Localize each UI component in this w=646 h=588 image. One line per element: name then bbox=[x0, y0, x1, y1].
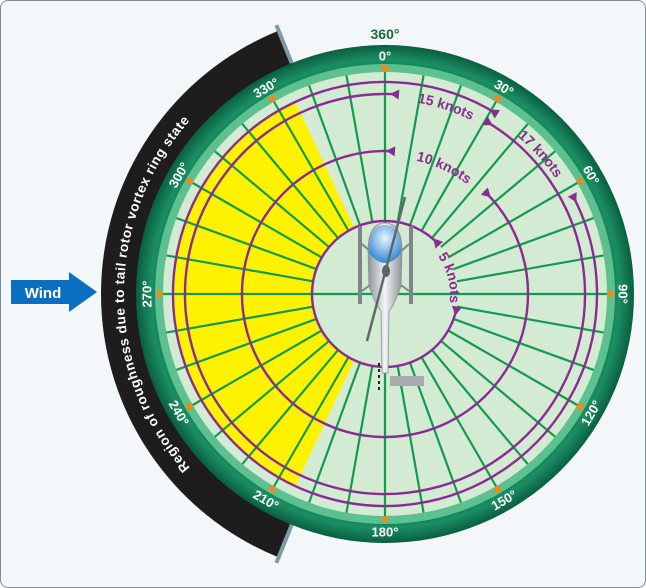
speed-ring-arrowhead-17 bbox=[567, 192, 577, 203]
heading-label-270: 270° bbox=[140, 281, 155, 308]
tick-marker-270 bbox=[157, 289, 165, 299]
canopy bbox=[369, 225, 401, 263]
wind-arrow-icon bbox=[11, 272, 97, 312]
speed-ring-arrowhead-15 bbox=[482, 116, 493, 126]
tick-marker-90 bbox=[605, 289, 613, 299]
tick-marker-300 bbox=[185, 175, 195, 185]
speed-ring-arrowhead-15 bbox=[389, 89, 400, 100]
radial-line-150 bbox=[420, 356, 497, 487]
radial-line-230 bbox=[214, 340, 330, 438]
heading-label-90: 90° bbox=[616, 284, 631, 304]
radial-line-220 bbox=[241, 349, 339, 465]
speed-ring-15 bbox=[183, 92, 587, 496]
main-rotor-blade bbox=[365, 196, 407, 342]
speed-ring-10 bbox=[240, 149, 530, 439]
band-end-bottom bbox=[274, 519, 296, 564]
radial-line-80 bbox=[456, 254, 604, 283]
radial-line-210 bbox=[273, 356, 350, 487]
radial-line-70 bbox=[453, 217, 594, 271]
speed-ring-arrowhead-17 bbox=[489, 109, 500, 119]
tick-marker-60 bbox=[575, 175, 585, 185]
speed-ring-arrowhead-10 bbox=[480, 187, 491, 198]
radial-line-10 bbox=[396, 75, 425, 223]
speed-ring-arrowhead-5 bbox=[451, 305, 462, 316]
radial-line-40 bbox=[431, 123, 529, 239]
radial-line-60 bbox=[447, 182, 578, 259]
speed-ring-arrowhead-5 bbox=[433, 238, 443, 249]
radial-line-340 bbox=[308, 85, 362, 226]
radial-line-120 bbox=[447, 329, 578, 406]
tick-marker-0 bbox=[380, 66, 390, 74]
heading-label-180: 180° bbox=[372, 525, 399, 540]
radial-line-50 bbox=[440, 150, 556, 248]
radial-line-170 bbox=[396, 365, 425, 513]
tick-marker-330 bbox=[266, 94, 276, 104]
radial-line-260 bbox=[166, 305, 314, 334]
radial-line-310 bbox=[214, 150, 330, 248]
tick-marker-180 bbox=[380, 514, 390, 522]
radial-line-280 bbox=[166, 254, 314, 283]
tick-marker-120 bbox=[575, 403, 585, 413]
radial-line-350 bbox=[345, 75, 374, 223]
wind-label: Wind bbox=[25, 285, 62, 302]
helicopter-top-view bbox=[358, 196, 424, 391]
speed-ring-5 bbox=[310, 219, 459, 369]
tick-marker-210 bbox=[266, 484, 276, 494]
radial-line-330 bbox=[273, 101, 350, 232]
speed-ring-arrowhead-10 bbox=[385, 146, 396, 157]
radial-line-240 bbox=[192, 329, 323, 406]
black-band bbox=[101, 30, 293, 558]
tick-marker-30 bbox=[494, 94, 504, 104]
radial-line-140 bbox=[431, 349, 529, 465]
heading-label-360: 360° bbox=[371, 26, 400, 42]
wind-arrow: Wind bbox=[11, 272, 97, 312]
radial-line-190 bbox=[345, 365, 374, 513]
radial-line-130 bbox=[440, 340, 556, 438]
radial-line-20 bbox=[408, 85, 462, 226]
tick-marker-150 bbox=[494, 484, 504, 494]
speed-ring-17 bbox=[171, 80, 599, 508]
radial-line-320 bbox=[241, 123, 339, 239]
radial-line-290 bbox=[176, 217, 317, 271]
radial-line-250 bbox=[176, 317, 317, 371]
radial-line-110 bbox=[453, 317, 594, 371]
fuselage bbox=[367, 222, 403, 374]
tick-marker-240 bbox=[185, 403, 195, 413]
left-skid bbox=[358, 226, 362, 304]
right-skid bbox=[409, 226, 413, 304]
radial-line-100 bbox=[456, 305, 604, 334]
heading-label-0: 0° bbox=[379, 49, 391, 64]
radial-line-300 bbox=[192, 182, 323, 259]
band-end-top bbox=[274, 24, 296, 69]
radial-line-200 bbox=[308, 362, 362, 503]
horizontal-stabilizer bbox=[390, 376, 424, 386]
